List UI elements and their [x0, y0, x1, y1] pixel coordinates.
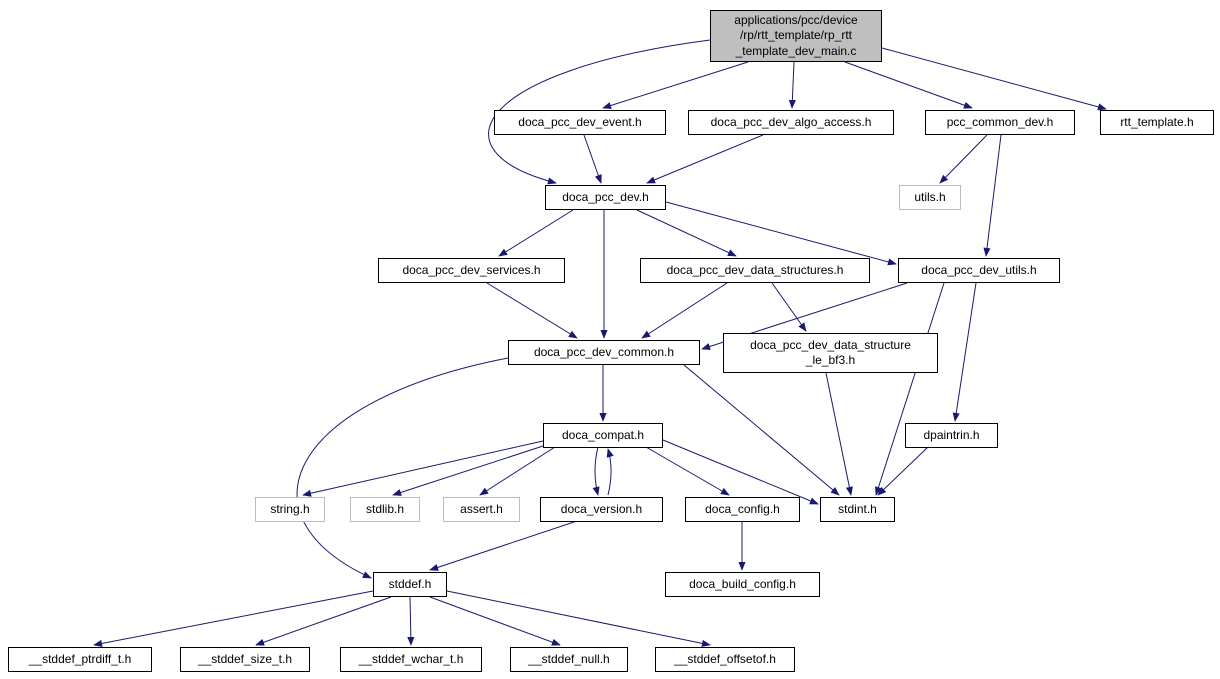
edge-stddef-h-to-stddef-ptrdiff-t-h [93, 590, 374, 647]
node-stddef-wchar-t-h[interactable]: __stddef_wchar_t.h [340, 647, 482, 672]
node-doca-compat-h[interactable]: doca_compat.h [543, 423, 663, 448]
node-doca-pcc-dev-algo-access-h[interactable]: doca_pcc_dev_algo_access.h [688, 110, 894, 135]
edge-doca-compat-h-to-assert-h [479, 446, 556, 496]
edge-doca-pcc-dev-utils-h-to-dpaintrin-h [952, 282, 977, 422]
edge-doca-compat-h-to-doca-config-h [645, 446, 730, 496]
node-dpaintrin-h[interactable]: dpaintrin.h [905, 423, 998, 448]
edge-rp-rtt-template-dev-main-c-to-doca-pcc-dev-algo-access-h [788, 61, 796, 109]
edge-doca-version-h-to-stddef-h [429, 520, 578, 571]
node-stdlib-h: stdlib.h [350, 497, 420, 522]
edge-doca-compat-h-to-doca-version-h [592, 446, 600, 496]
node-string-h: string.h [255, 497, 325, 522]
node-doca-pcc-dev-utils-h[interactable]: doca_pcc_dev_utils.h [898, 258, 1060, 283]
edge-stddef-h-to-stddef-size-t-h [255, 596, 392, 646]
edge-rp-rtt-template-dev-main-c-to-rtt-template-h [881, 47, 1107, 111]
edge-rp-rtt-template-dev-main-c-to-pcc-common-dev-h [844, 61, 973, 109]
node-doca-config-h[interactable]: doca_config.h [685, 497, 800, 522]
edge-rp-rtt-template-dev-main-c-to-doca-pcc-dev-event-h [602, 61, 749, 109]
node-stddef-ptrdiff-t-h[interactable]: __stddef_ptrdiff_t.h [8, 647, 152, 672]
node-rtt-template-h[interactable]: rtt_template.h [1100, 110, 1214, 135]
node-doca-pcc-dev-data-structures-h[interactable]: doca_pcc_dev_data_structures.h [640, 258, 870, 283]
edge-stddef-h-to-stddef-offsetof-h [446, 590, 711, 647]
node-utils-h: utils.h [899, 185, 961, 210]
node-doca-build-config-h[interactable]: doca_build_config.h [665, 572, 820, 597]
edge-doca-compat-h-to-stdlib-h [392, 445, 544, 496]
node-doca-pcc-dev-services-h[interactable]: doca_pcc_dev_services.h [378, 258, 565, 283]
node-stddef-offsetof-h[interactable]: __stddef_offsetof.h [655, 647, 795, 672]
edge-doca-pcc-dev-data-structure-le-bf3-h-to-stdint-h [825, 372, 853, 496]
node-doca-pcc-dev-data-structure-le-bf3-h[interactable]: doca_pcc_dev_data_structure _le_bf3.h [723, 333, 938, 373]
edge-doca-pcc-dev-algo-access-h-to-doca-pcc-dev-h [646, 134, 764, 184]
edge-doca-compat-h-to-string-h [302, 440, 544, 497]
edge-doca-pcc-dev-common-h-to-stddef-h [296, 357, 509, 579]
edge-doca-pcc-dev-services-h-to-doca-pcc-dev-common-h [486, 282, 578, 339]
edge-doca-compat-h-to-stdint-h [662, 439, 819, 505]
edge-doca-pcc-dev-data-structures-h-to-doca-pcc-dev-data-structure-le-bf3-h [771, 282, 807, 332]
node-doca-pcc-dev-common-h[interactable]: doca_pcc_dev_common.h [508, 340, 700, 365]
node-rp-rtt-template-dev-main-c: applications/pcc/device /rp/rtt_template… [710, 10, 882, 62]
edge-doca-pcc-dev-utils-h-to-stdint-h [875, 282, 945, 496]
edge-doca-pcc-dev-common-h-to-stdint-h [683, 364, 840, 496]
edge-stddef-h-to-stddef-null-h [429, 596, 561, 646]
edge-doca-pcc-dev-h-to-doca-pcc-dev-services-h [498, 209, 574, 257]
edge-dpaintrin-h-to-stdint-h [877, 446, 929, 496]
node-stddef-null-h[interactable]: __stddef_null.h [510, 647, 628, 672]
node-stddef-h[interactable]: stddef.h [373, 572, 447, 597]
node-doca-pcc-dev-h[interactable]: doca_pcc_dev.h [545, 185, 666, 210]
edge-pcc-common-dev-h-to-doca-pcc-dev-utils-h [983, 134, 1002, 257]
edge-stddef-h-to-stddef-wchar-t-h [407, 596, 415, 646]
node-doca-pcc-dev-event-h[interactable]: doca_pcc_dev_event.h [494, 110, 666, 135]
edge-doca-pcc-dev-h-to-doca-pcc-dev-data-structures-h [636, 209, 737, 257]
node-stddef-size-t-h[interactable]: __stddef_size_t.h [180, 647, 310, 672]
edge-doca-pcc-dev-event-h-to-doca-pcc-dev-h [583, 134, 602, 184]
node-assert-h: assert.h [443, 497, 520, 522]
edge-doca-version-h-to-doca-compat-h [606, 448, 614, 496]
node-doca-version-h[interactable]: doca_version.h [540, 497, 663, 522]
edge-doca-pcc-dev-data-structures-h-to-doca-pcc-dev-common-h [641, 282, 728, 339]
edge-pcc-common-dev-h-to-utils-h [939, 134, 988, 184]
node-pcc-common-dev-h[interactable]: pcc_common_dev.h [925, 110, 1075, 135]
edge-doca-pcc-dev-h-to-doca-pcc-dev-utils-h [665, 201, 897, 266]
node-stdint-h[interactable]: stdint.h [820, 497, 895, 522]
